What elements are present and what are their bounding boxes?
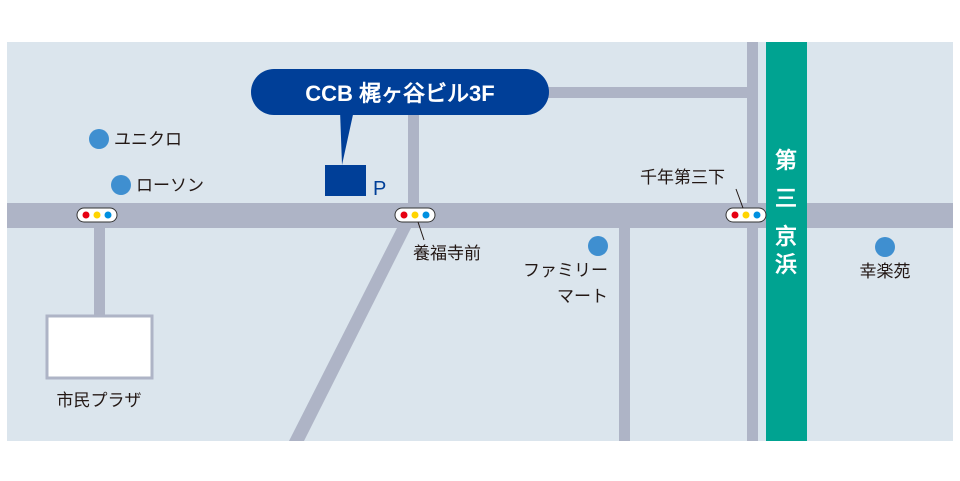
poi-label: ファミリー xyxy=(523,261,608,281)
intersection-label: 養福寺前 xyxy=(413,244,481,264)
building-callout[interactable] xyxy=(251,69,549,115)
civic-plaza-building[interactable] xyxy=(45,314,154,380)
traffic-light-icon xyxy=(76,207,118,223)
traffic-light-icon xyxy=(394,207,436,223)
poi-label: ユニクロ xyxy=(114,130,182,150)
poi-marker[interactable] xyxy=(588,236,608,256)
road-east xyxy=(747,42,758,441)
poi-label: 幸楽苑 xyxy=(860,262,911,282)
leader-line xyxy=(417,221,425,241)
road-upper xyxy=(540,87,750,98)
highway-char: 第 xyxy=(775,148,797,174)
highway-char: 三 xyxy=(775,187,797,212)
road-plaza xyxy=(94,227,105,317)
poi-label: 市民プラザ xyxy=(57,391,142,411)
highway-char: 京 xyxy=(775,224,797,250)
highway-char: 浜 xyxy=(775,253,797,278)
poi-marker[interactable] xyxy=(89,129,109,149)
callout-pointer xyxy=(340,110,354,165)
highway xyxy=(766,42,807,441)
poi-marker[interactable] xyxy=(111,175,131,195)
building-marker[interactable] xyxy=(325,165,366,196)
road-south xyxy=(619,227,630,441)
building-label: CCB 梶ヶ谷ビル3F xyxy=(305,81,494,106)
parking-label: P xyxy=(373,178,386,200)
poi-label: マート xyxy=(557,287,608,307)
main-road xyxy=(7,203,953,228)
road-diagonal xyxy=(289,226,412,441)
road-north xyxy=(408,100,419,204)
poi-label: ローソン xyxy=(136,176,204,196)
poi-marker[interactable] xyxy=(875,237,895,257)
leader-line xyxy=(735,188,744,209)
intersection-label: 千年第三下 xyxy=(640,168,725,188)
traffic-light-icon xyxy=(725,207,767,223)
